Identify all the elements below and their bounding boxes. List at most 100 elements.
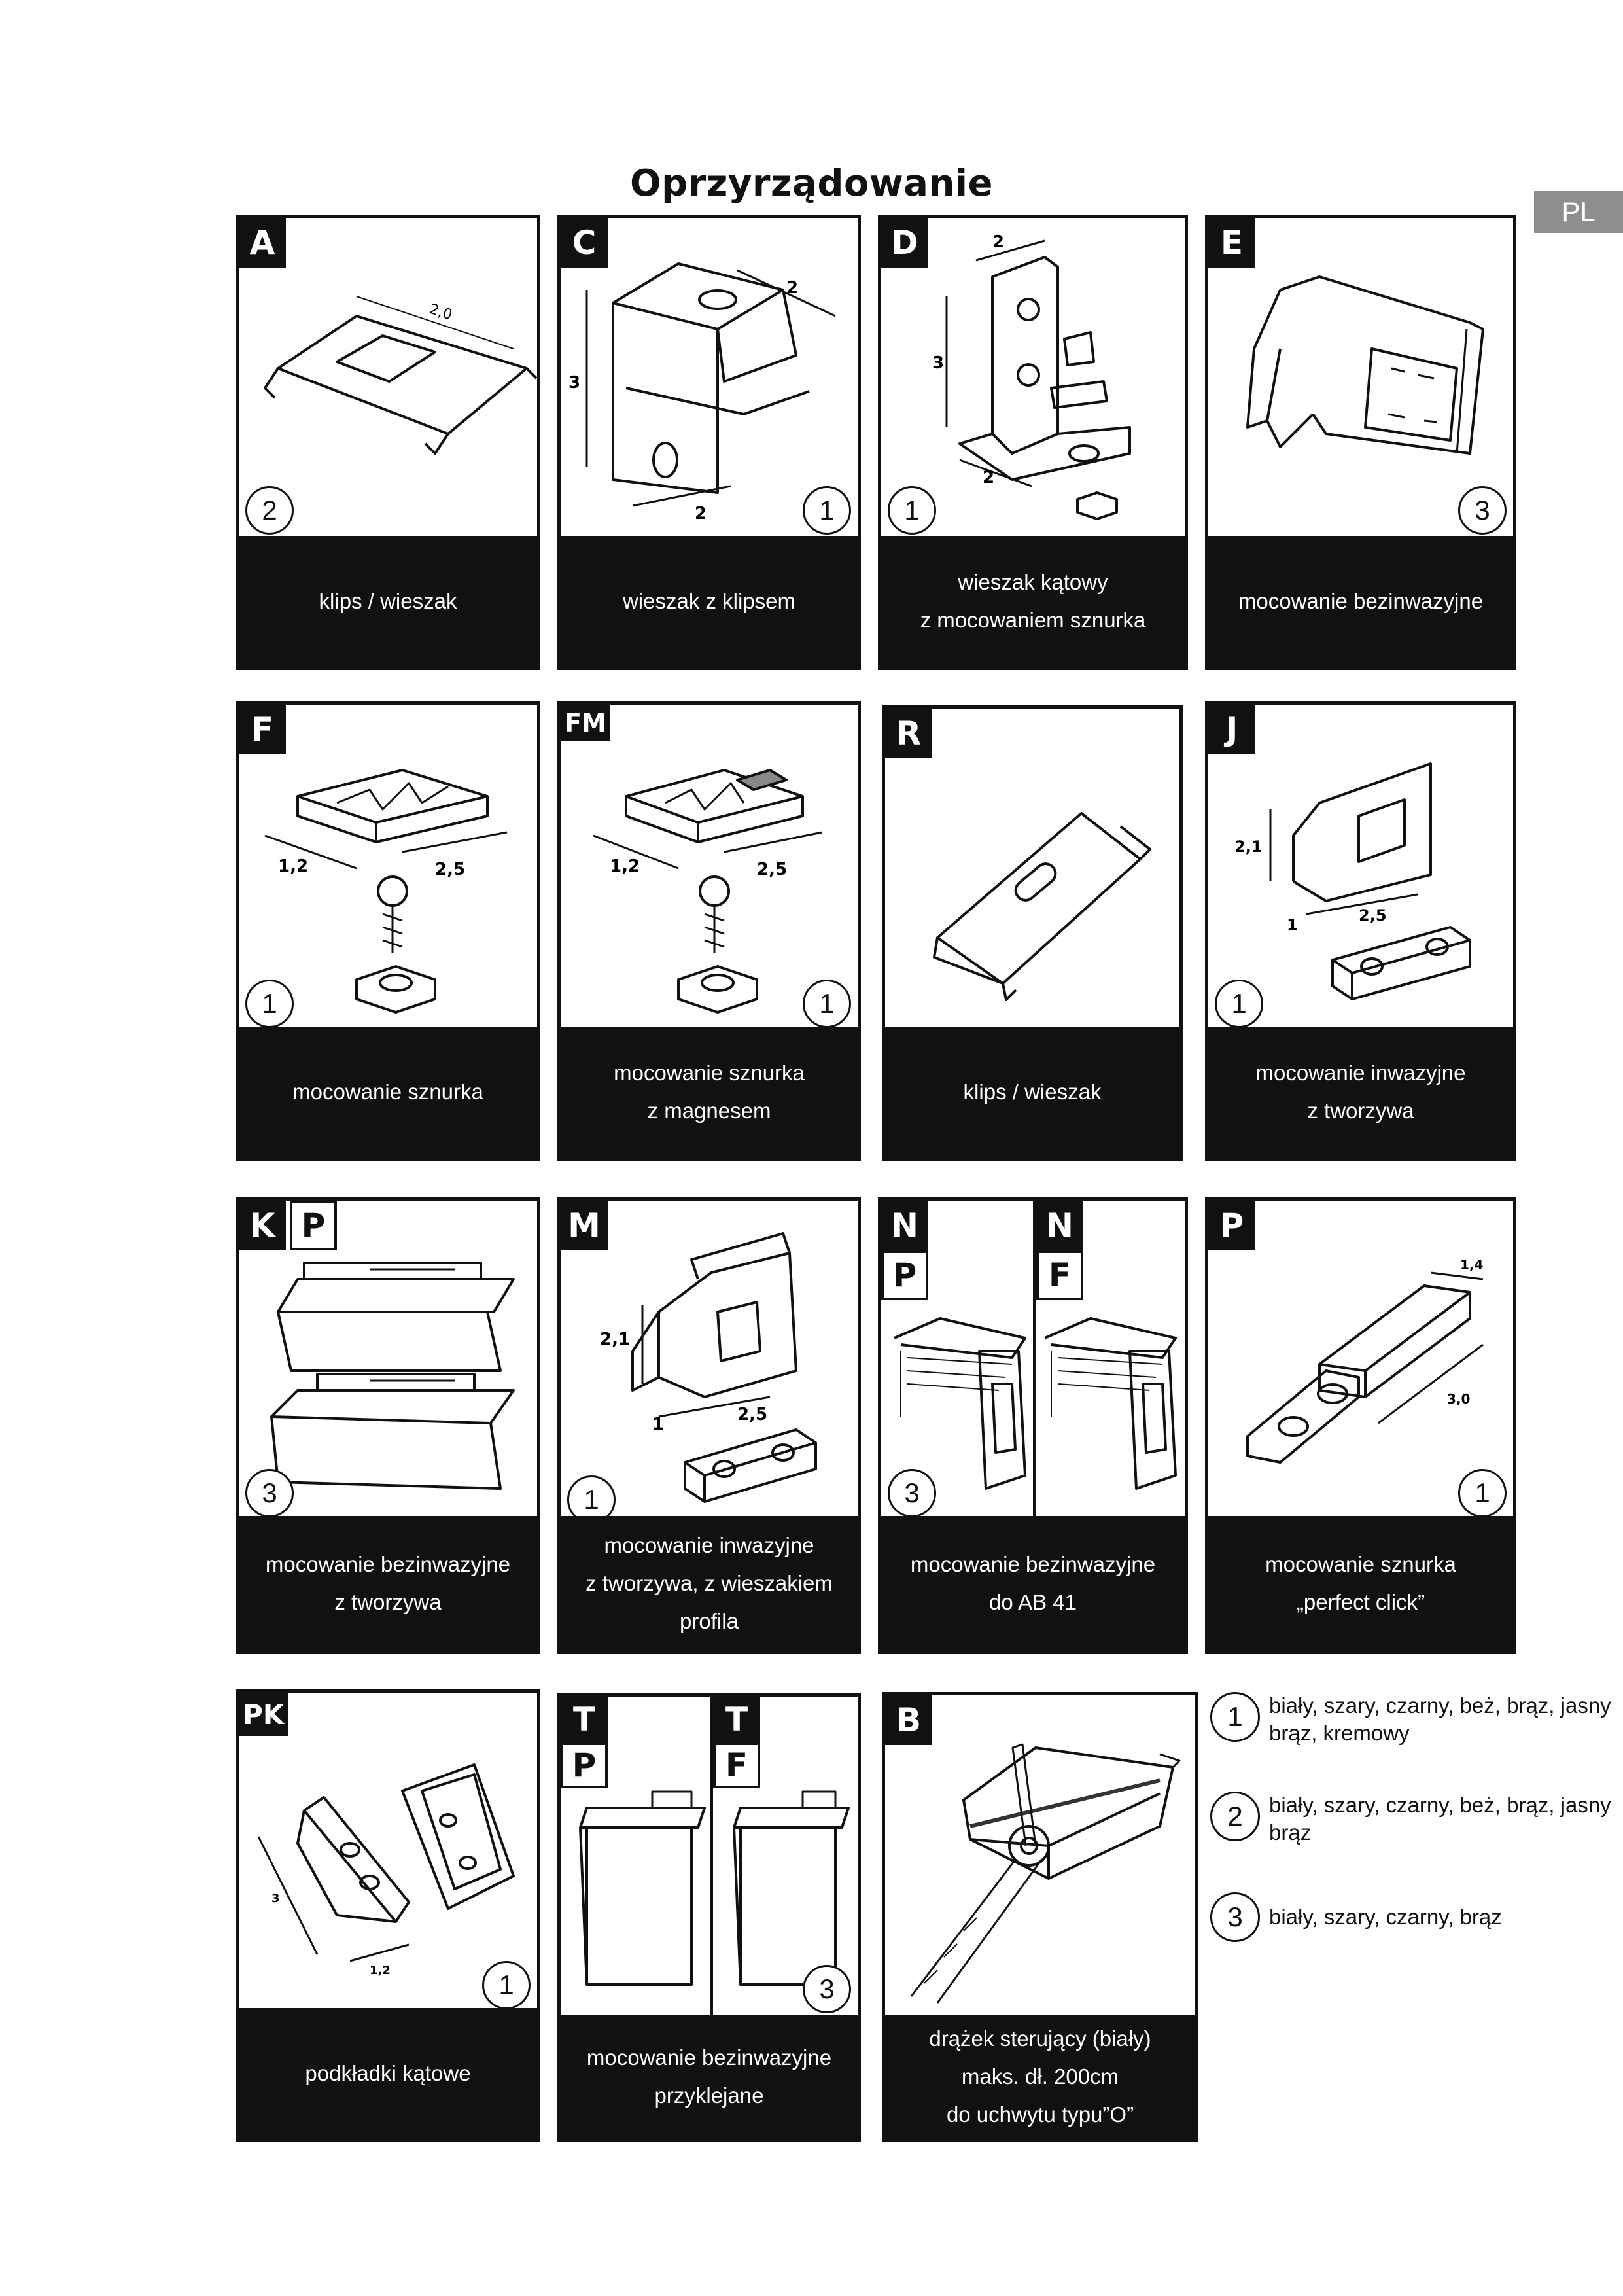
caption-line: mocowanie inwazyjne <box>1255 1061 1466 1085</box>
accessory-card-tp-tf: T P T F 3 mocowanie bezinwazyjne przykle… <box>557 1693 861 2142</box>
clip-hanger-bracket-drawing: 2 3 2 <box>568 262 836 523</box>
caption: mocowanie inwazyjne z tworzywa <box>1208 1027 1513 1157</box>
caption-line: drążek sterujący (biały) <box>929 2026 1151 2051</box>
caption-line: podkładki kątowe <box>305 2061 471 2085</box>
accessory-card-d: 2 3 2 D 1 wieszak kątowy z mocowaniem sz… <box>878 215 1188 670</box>
caption: podkładki kątowe <box>239 2008 537 2139</box>
type-badge-c: C <box>561 218 608 268</box>
caption-line: wieszak kątowy <box>958 570 1108 594</box>
dimension-label: 2,1 <box>600 1330 630 1349</box>
color-option-number: 1 <box>245 980 294 1028</box>
panel-divider <box>1033 1201 1036 1523</box>
caption-line: klips / wieszak <box>319 589 457 613</box>
dimension-label: 3 <box>932 353 944 373</box>
caption-line: profila <box>680 1609 739 1633</box>
legend-number: 3 <box>1210 1892 1260 1942</box>
dimension-label: 1 <box>1287 916 1298 934</box>
color-option-number: 1 <box>803 980 851 1028</box>
accessory-card-f: 1,2 2,5 F 1 mocowanie sznurka <box>236 701 540 1161</box>
ab41-fixing-drawing <box>894 1317 1177 1490</box>
type-badge-p: P <box>1208 1201 1255 1250</box>
legend-text: biały, szary, czarny, beż, brąz, jasny b… <box>1269 1693 1611 1745</box>
caption-line: z tworzywa <box>334 1590 442 1614</box>
color-option-number: 1 <box>888 486 936 535</box>
type-badge-p: P <box>561 1742 608 1788</box>
magnetic-cord-fixing-drawing: 1,2 2,5 <box>593 769 823 1014</box>
accessory-card-m: 2,1 1 2,5 M 1 mocowanie inwazyjne z twor… <box>557 1197 861 1654</box>
accessory-card-fm: 1,2 2,5 FM 1 mocowanie sznurka z magnese… <box>557 701 861 1161</box>
caption-line: „perfect click” <box>1296 1590 1425 1614</box>
caption: klips / wieszak <box>885 1027 1179 1157</box>
type-badge-n: N <box>881 1201 928 1250</box>
type-badge-b: B <box>885 1695 932 1745</box>
caption-line: z tworzywa <box>1307 1099 1414 1123</box>
color-option-number: 3 <box>1458 486 1507 535</box>
caption-line: mocowanie sznurka <box>1265 1552 1456 1576</box>
type-badge-p: P <box>881 1250 928 1300</box>
adhesive-fixing-drawing <box>579 1790 850 1986</box>
caption-line: mocowanie bezinwazyjne <box>910 1552 1156 1576</box>
dimension-label: 2,5 <box>737 1405 767 1424</box>
legend-number: 1 <box>1210 1692 1260 1742</box>
color-option-number: 2 <box>245 486 294 535</box>
color-legend-3: 3 biały, szary, czarny, brąz <box>1210 1892 1603 1951</box>
caption-line: mocowanie sznurka <box>292 1080 483 1104</box>
type-badge-f: F <box>1036 1250 1083 1300</box>
angle-pads-drawing: 3 1,2 <box>257 1763 515 1977</box>
angle-hanger-drawing: 2 3 2 <box>932 232 1131 520</box>
accessory-card-r: R klips / wieszak <box>882 705 1183 1161</box>
dimension-label: 2 <box>983 468 994 487</box>
caption-line: wieszak z klipsem <box>622 589 796 613</box>
caption-line: mocowanie bezinwazyjne <box>265 1552 511 1576</box>
color-legend-2: 2 biały, szary, czarny, beż, brąz, jasny… <box>1210 1792 1611 1850</box>
color-option-number: 3 <box>803 1965 851 2013</box>
caption: mocowanie sznurka z magnesem <box>561 1027 858 1157</box>
cord-fixing-drawing: 1,2 2,5 <box>264 769 508 1014</box>
caption-line: mocowanie inwazyjne <box>604 1533 814 1557</box>
type-badge-a: A <box>239 218 286 268</box>
color-option-number: 1 <box>482 1961 531 2009</box>
color-option-number: 1 <box>1215 980 1263 1028</box>
accessory-card-a: 2,0 A 2 klips / wieszak <box>236 215 540 670</box>
caption-line: do uchwytu typu”O” <box>946 2102 1134 2127</box>
color-legend-1: 1 biały, szary, czarny, beż, brąz, jasny… <box>1210 1692 1611 1751</box>
caption-line: przyklejane <box>654 2083 764 2108</box>
type-badge-j: J <box>1208 705 1255 754</box>
caption-line: do AB 41 <box>989 1590 1077 1614</box>
dimension-label: 2,5 <box>757 860 787 879</box>
dimension-label: 1 <box>652 1415 664 1434</box>
type-badge-fm: FM <box>561 705 610 741</box>
control-wand-drawing <box>910 1743 1181 2004</box>
accessory-card-p: 1,4 3,0 P 1 mocowanie sznurka „perfect c… <box>1205 1197 1516 1654</box>
dimension-label: 2,5 <box>435 860 465 879</box>
legend-number: 2 <box>1210 1792 1260 1841</box>
accessory-card-kp: K P 3 mocowanie bezinwazyjne z tworzywa <box>236 1197 540 1654</box>
dimension-label: 3,0 <box>1447 1391 1470 1407</box>
clip-hanger-r-drawing <box>933 812 1151 1001</box>
type-badge-t: T <box>561 1697 608 1742</box>
caption: wieszak kątowy z mocowaniem sznurka <box>881 536 1185 667</box>
legend-text: biały, szary, czarny, brąz <box>1269 1905 1502 1929</box>
non-invasive-plastic-drawing <box>270 1262 515 1490</box>
accessory-card-b: B drążek sterujący (biały) maks. dł. 200… <box>882 1692 1198 2142</box>
dimension-label: 1,2 <box>610 857 640 876</box>
accessory-card-j: 2,1 1 2,5 J 1 mocowanie inwazyjne z twor… <box>1205 701 1516 1161</box>
color-option-number: 3 <box>888 1469 936 1517</box>
dimension-label: 2,0 <box>427 301 454 324</box>
dimension-label: 2,5 <box>1359 906 1387 925</box>
caption-line: z mocowaniem sznurka <box>920 608 1146 632</box>
perfect-click-drawing: 1,4 3,0 <box>1246 1257 1484 1464</box>
dimension-label: 1,2 <box>370 1964 391 1977</box>
type-badge-d: D <box>881 218 928 268</box>
accessory-card-np-nf: N P N F 3 mocowanie bezinwazyjne do AB 4… <box>878 1197 1188 1654</box>
caption: mocowanie bezinwazyjne <box>1208 536 1513 667</box>
color-option-number: 3 <box>245 1469 294 1517</box>
dimension-label: 3 <box>568 373 580 393</box>
language-tab[interactable]: PL <box>1534 191 1623 233</box>
caption-line: mocowanie sznurka <box>614 1061 805 1085</box>
dimension-label: 1,4 <box>1460 1257 1483 1273</box>
caption: mocowanie inwazyjne z tworzywa, z wiesza… <box>561 1516 858 1651</box>
caption-line: z magnesem <box>647 1099 771 1123</box>
panel-divider <box>710 1697 713 2021</box>
dimension-label: 2,1 <box>1234 838 1263 856</box>
